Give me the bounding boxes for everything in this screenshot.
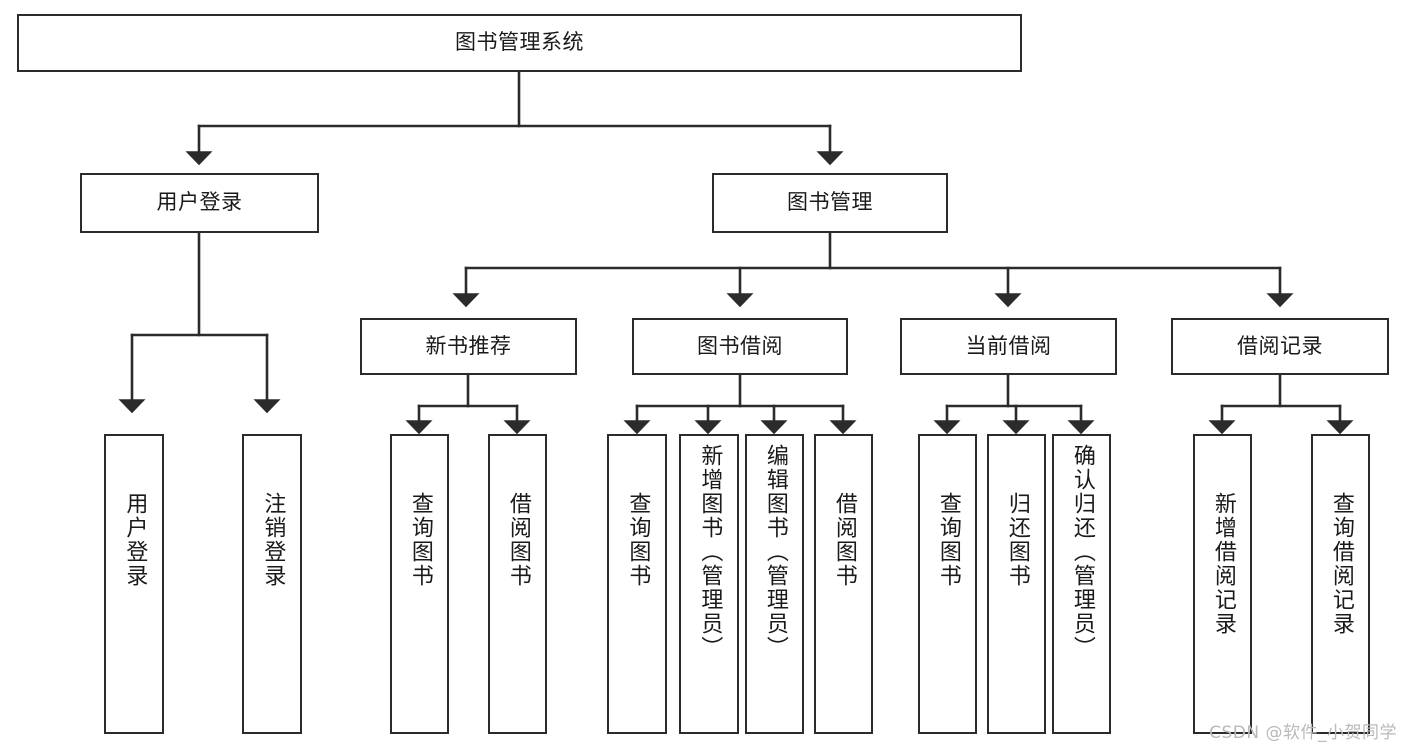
node-leaf-user-logout-label: 注销登录 xyxy=(260,492,286,588)
node-leaf-query-record[interactable]: 查询借阅记录 xyxy=(1311,434,1370,734)
node-leaf-borrow-book-1-label: 借阅图书 xyxy=(505,492,531,588)
node-leaf-add-book[interactable]: 新增图书（管理员） xyxy=(679,434,739,734)
node-leaf-edit-book[interactable]: 编辑图书（管理员） xyxy=(745,434,804,734)
node-leaf-query-record-label: 查询借阅记录 xyxy=(1328,492,1354,636)
node-leaf-borrow-book-2[interactable]: 借阅图书 xyxy=(814,434,873,734)
node-leaf-query-book-3[interactable]: 查询图书 xyxy=(918,434,977,734)
node-root-label: 图书管理系统 xyxy=(455,30,584,55)
node-new-book-rec-label: 新书推荐 xyxy=(425,333,512,358)
node-user-login-label: 用户登录 xyxy=(156,190,243,215)
node-leaf-edit-book-label: 编辑图书（管理员） xyxy=(762,444,788,660)
node-leaf-user-login-label: 用户登录 xyxy=(122,492,148,588)
node-leaf-add-record-label: 新增借阅记录 xyxy=(1210,492,1236,636)
watermark: CSDN @软件_小贺同学 xyxy=(1209,723,1397,743)
node-leaf-borrow-book-1[interactable]: 借阅图书 xyxy=(488,434,547,734)
node-current-borrow[interactable]: 当前借阅 xyxy=(900,318,1117,375)
node-book-borrow[interactable]: 图书借阅 xyxy=(632,318,848,375)
node-book-manage[interactable]: 图书管理 xyxy=(712,173,948,233)
node-leaf-confirm-return-label: 确认归还（管理员） xyxy=(1069,444,1095,660)
node-leaf-confirm-return[interactable]: 确认归还（管理员） xyxy=(1052,434,1111,734)
node-current-borrow-label: 当前借阅 xyxy=(965,333,1052,358)
node-leaf-return-book[interactable]: 归还图书 xyxy=(987,434,1046,734)
node-book-manage-label: 图书管理 xyxy=(787,190,873,215)
node-root[interactable]: 图书管理系统 xyxy=(17,14,1022,72)
node-leaf-user-logout[interactable]: 注销登录 xyxy=(242,434,302,734)
node-leaf-query-book-1[interactable]: 查询图书 xyxy=(390,434,449,734)
node-new-book-rec[interactable]: 新书推荐 xyxy=(360,318,577,375)
node-leaf-query-book-2-label: 查询图书 xyxy=(625,492,651,588)
node-leaf-user-login[interactable]: 用户登录 xyxy=(104,434,164,734)
node-leaf-query-book-3-label: 查询图书 xyxy=(935,492,961,588)
node-leaf-return-book-label: 归还图书 xyxy=(1004,492,1030,588)
node-leaf-add-record[interactable]: 新增借阅记录 xyxy=(1193,434,1252,734)
node-borrow-record[interactable]: 借阅记录 xyxy=(1171,318,1389,375)
node-book-borrow-label: 图书借阅 xyxy=(697,333,783,358)
node-borrow-record-label: 借阅记录 xyxy=(1237,333,1323,358)
node-leaf-borrow-book-2-label: 借阅图书 xyxy=(831,492,857,588)
node-leaf-query-book-1-label: 查询图书 xyxy=(407,492,433,588)
node-leaf-query-book-2[interactable]: 查询图书 xyxy=(607,434,667,734)
node-leaf-add-book-label: 新增图书（管理员） xyxy=(697,444,723,660)
node-user-login[interactable]: 用户登录 xyxy=(80,173,319,233)
